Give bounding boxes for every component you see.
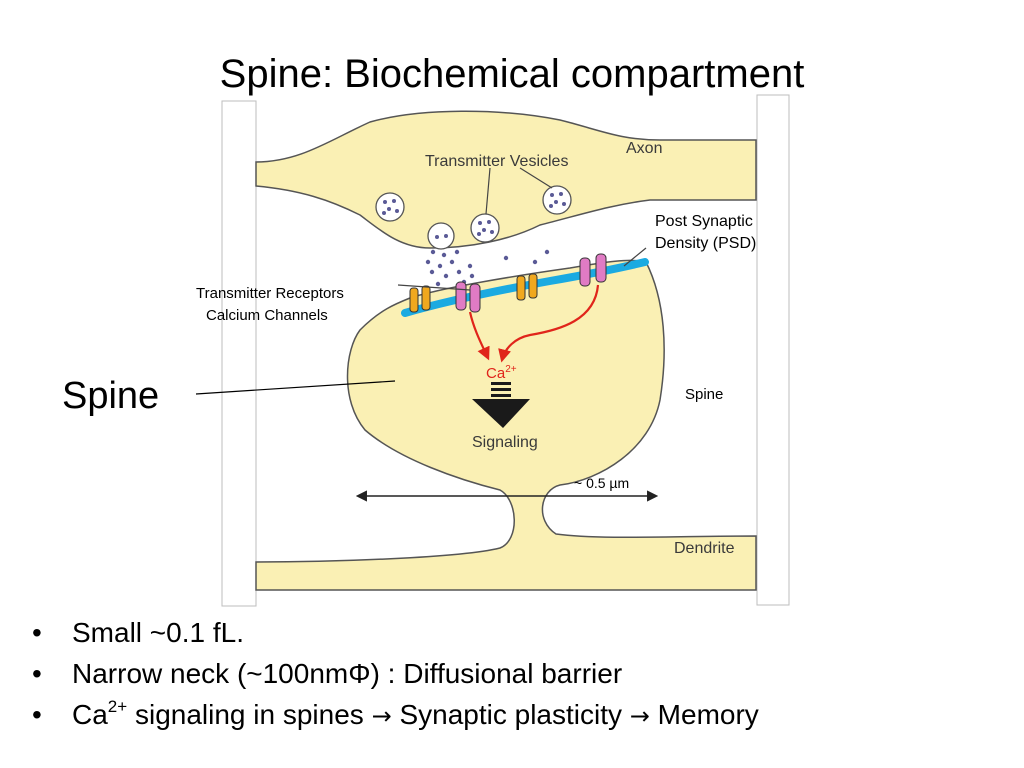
frame-bar-left — [221, 100, 257, 607]
spine-callout-line — [195, 380, 396, 395]
bullet-item: • Small ~0.1 fL. — [30, 612, 759, 653]
transmitter-vesicles — [375, 185, 572, 250]
bullet-item: • Narrow neck (~100nmΦ) : Diffusional bar… — [30, 653, 759, 694]
bullet-dot: • — [32, 617, 42, 648]
psd-membrane — [401, 258, 649, 317]
receptors-label: Transmitter Receptors — [196, 285, 344, 302]
ca-influx-arrow — [468, 311, 490, 361]
channels-label: Calcium Channels — [206, 307, 328, 324]
transmitter-receptor — [579, 253, 607, 287]
bullet-dot: • — [32, 658, 42, 689]
calcium-channel — [409, 285, 431, 313]
bullet-text-ca: Ca — [72, 699, 108, 730]
arrow-right-icon: → — [629, 702, 650, 730]
bullet-list: • Small ~0.1 fL. • Narrow neck (~100nmΦ) :… — [30, 612, 759, 735]
slide-title: Spine: Biochemical compartment — [219, 52, 805, 96]
leader-line — [397, 284, 471, 291]
released-transmitter — [425, 249, 550, 287]
leader-line — [623, 247, 647, 267]
bullet-text: Narrow neck (~100nmΦ) : Diffusional barr… — [72, 658, 623, 689]
psd-label-line2: Density (PSD) — [655, 235, 756, 252]
bullet-text-part: Synaptic plasticity — [391, 699, 630, 730]
dendrite-label: Dendrite — [674, 540, 735, 557]
bullet-text-part: signaling in spines — [127, 699, 372, 730]
transmitter-vesicles-label: Transmitter Vesicles — [425, 153, 568, 170]
spine-inner-label: Spine — [685, 386, 723, 403]
signaling-label: Signaling — [472, 434, 538, 451]
bullet-text: Small ~0.1 fL. — [72, 617, 244, 648]
calcium-channel — [516, 273, 538, 301]
signaling-arrow — [472, 382, 530, 428]
leader-line — [485, 167, 491, 215]
ca-label: Ca2+ — [486, 364, 517, 382]
scale-label: ~ 0.5 µm — [574, 475, 629, 491]
leader-line — [519, 167, 553, 189]
arrow-right-icon: → — [371, 702, 392, 730]
psd-label-line1: Post Synaptic — [655, 213, 753, 230]
bullet-sup: 2+ — [107, 696, 128, 716]
axon-label: Axon — [626, 140, 662, 157]
bullet-item: • Ca2+ signaling in spines → Synaptic pla… — [30, 694, 759, 735]
ca-influx-arrow — [498, 284, 600, 363]
bullet-text-part: Memory — [649, 699, 759, 730]
bullet-dot: • — [32, 699, 42, 730]
frame-bar-right — [756, 94, 790, 606]
spine-callout-label: Spine — [62, 375, 159, 417]
